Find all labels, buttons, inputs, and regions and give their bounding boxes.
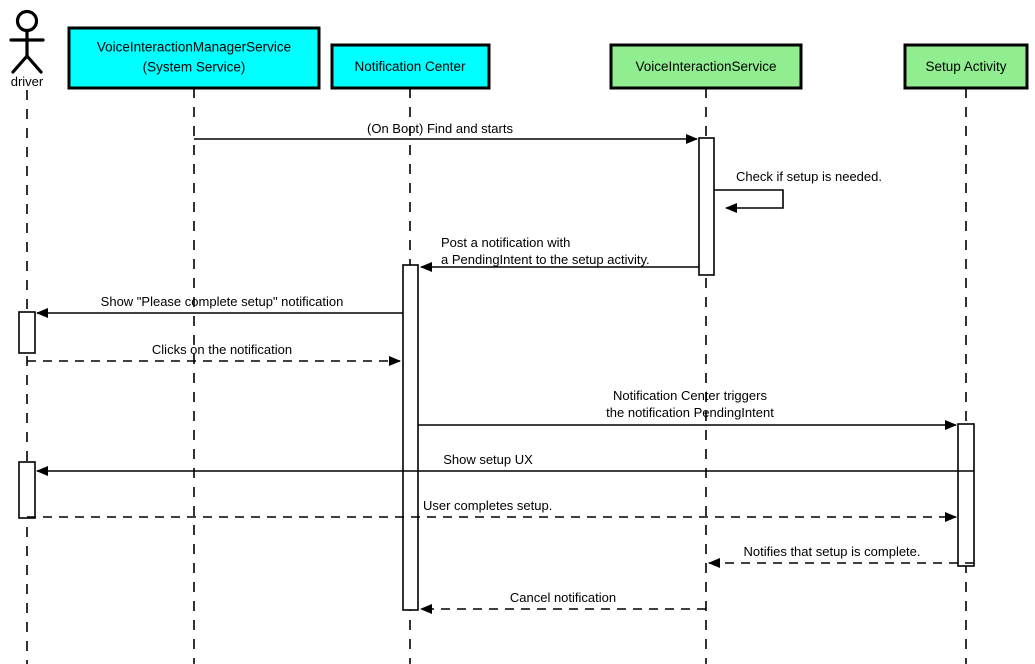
message-clicks-on-the-notification[interactable]: Clicks on the notification	[27, 342, 401, 366]
message-label-show-setup-ux: Show setup UX	[443, 452, 533, 467]
message-label-check-if-setup-is-needed: Check if setup is needed.	[736, 169, 882, 184]
message-label-notifies-that-setup-is-complete: Notifies that setup is complete.	[743, 544, 920, 559]
participant-box-notification_center[interactable]: Notification Center	[330, 43, 491, 90]
activation-bar-vis	[698, 137, 715, 276]
actor-driver-label: driver	[11, 74, 44, 89]
message-show-please-complete-setup-notification[interactable]: Show "Please complete setup" notificatio…	[36, 294, 403, 318]
participant-box-fill-vims	[67, 26, 321, 90]
participant-box-vis[interactable]: VoiceInteractionService	[609, 43, 803, 90]
message-label-cancel-notification: Cancel notification	[510, 590, 616, 605]
participant-label-vims: VoiceInteractionManagerService	[97, 40, 291, 55]
activation-bar-notification_center	[402, 264, 419, 611]
message-label-post-a-notification: Post a notification with	[441, 235, 570, 250]
participant-label-vis: VoiceInteractionService	[635, 59, 776, 74]
participant-box-setup_activity[interactable]: Setup Activity	[903, 43, 1029, 90]
message-on-boot-find-and-starts[interactable]: (On Boot) Find and starts	[194, 121, 698, 144]
participant-label-line2-vims: (System Service)	[143, 60, 246, 75]
activation-bar-driver	[18, 461, 36, 519]
participant-box-vims[interactable]: VoiceInteractionManagerService (System Se…	[67, 26, 321, 90]
activation-bar-setup_activity	[957, 423, 975, 567]
message-label-clicks-on-the-notification: Clicks on the notification	[152, 342, 292, 357]
message-label-on-boot-find-and-starts: (On Boot) Find and starts	[367, 121, 513, 136]
activation-bar-group	[18, 137, 975, 611]
message-label-show-please-complete-setup-notification: Show "Please complete setup" notificatio…	[101, 294, 344, 309]
actor-driver: driver	[9, 9, 45, 89]
message-notifies-that-setup-is-complete[interactable]: Notifies that setup is complete.	[708, 544, 974, 568]
message-cancel-notification[interactable]: Cancel notification	[420, 590, 706, 614]
participant-box-fill-vis	[609, 43, 803, 90]
message-label-user-completes-setup: User completes setup.	[423, 498, 552, 513]
message-show-setup-ux[interactable]: Show setup UX	[36, 452, 974, 476]
message-label-line2-notification-center-triggers-pending-intent: the notification PendingIntent	[606, 405, 774, 420]
message-notification-center-triggers-pending-intent[interactable]: Notification Center triggers the notifica…	[418, 388, 957, 430]
message-label-notification-center-triggers-pending-intent: Notification Center triggers	[613, 388, 767, 403]
participant-label-setup_activity: Setup Activity	[925, 59, 1006, 74]
message-post-a-notification[interactable]: Post a notification with a PendingIntent …	[420, 235, 699, 272]
message-check-if-setup-is-needed[interactable]: Check if setup is needed.	[714, 169, 882, 213]
participant-label-notification_center: Notification Center	[354, 59, 466, 74]
message-line-check-if-setup-is-needed	[714, 189, 784, 213]
activation-bar-driver	[18, 311, 36, 354]
message-user-completes-setup[interactable]: User completes setup.	[27, 498, 957, 522]
message-label-line2-post-a-notification: a PendingIntent to the setup activity.	[441, 252, 650, 267]
participant-header-group: VoiceInteractionManagerService (System Se…	[67, 26, 1029, 90]
participant-box-fill-notification_center	[330, 43, 491, 90]
participant-box-fill-setup_activity	[903, 43, 1029, 90]
